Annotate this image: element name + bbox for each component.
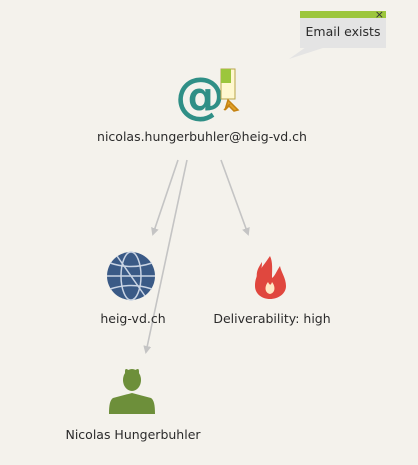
tooltip-tail (289, 47, 326, 59)
domain-node-label[interactable]: heig-vd.ch (100, 311, 166, 326)
deliverability-node-label[interactable]: Deliverability: high (213, 311, 331, 326)
svg-text:@: @ (175, 67, 225, 125)
edge-email-person (143, 159, 188, 354)
document-flag-icon (221, 69, 231, 83)
email-at-icon[interactable]: @ (175, 67, 240, 125)
close-icon[interactable]: × (374, 8, 384, 21)
globe-icon[interactable] (107, 251, 155, 301)
tooltip-text: Email exists (305, 24, 381, 39)
person-node-label[interactable]: Nicolas Hungerbuhler (65, 427, 201, 442)
person-icon[interactable] (109, 369, 155, 414)
pushpin-icon (223, 98, 240, 112)
edge-email-deliverability (220, 159, 250, 236)
edge-email-domain (151, 159, 179, 236)
flame-icon[interactable] (255, 256, 286, 299)
email-node-label[interactable]: nicolas.hungerbuhler@heig-vd.ch (97, 129, 307, 144)
tooltip: × Email exists (300, 8, 386, 48)
